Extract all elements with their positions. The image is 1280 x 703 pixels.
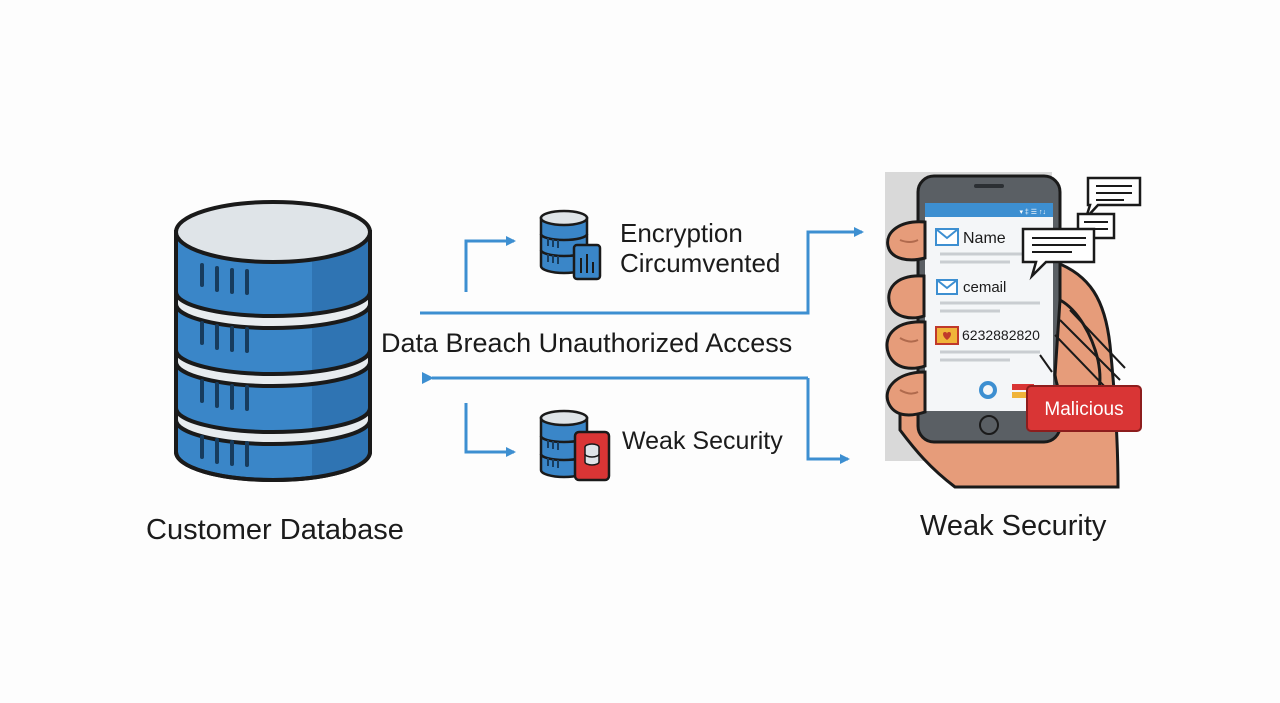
phone-field-name: Name	[963, 230, 1006, 247]
weak-security-database-icon	[539, 409, 611, 482]
finger-3	[885, 320, 927, 370]
data-breach-label: Data Breach Unauthorized Access	[381, 328, 793, 358]
encryption-label-line2: Circumvented	[620, 248, 781, 278]
phone-illustration	[885, 172, 1142, 489]
email-icon	[936, 279, 958, 295]
phone-field-email: cemail	[963, 279, 1006, 296]
phone-status-bar: ▾ ‡ ☰ ↑↓	[1019, 209, 1046, 216]
flow-arrows	[420, 227, 864, 464]
weak-security-branch-label: Weak Security	[622, 427, 783, 455]
arrow-to-phone-upper	[420, 227, 864, 315]
arrow-to-weak-security	[464, 403, 516, 457]
credit-card-icon	[935, 326, 959, 345]
chat-bubble-icon	[1021, 176, 1142, 281]
encryption-label-line1: Encryption	[620, 218, 743, 248]
mail-icon	[935, 228, 959, 246]
malicious-label: Malicious	[1044, 399, 1123, 420]
encryption-database-icon	[539, 209, 602, 281]
customer-database-label: Customer Database	[146, 514, 404, 546]
weak-security-phone-label: Weak Security	[920, 510, 1107, 542]
arrow-to-encryption	[464, 236, 516, 292]
finger-2	[887, 274, 926, 320]
phone-field-card: 6232882820	[962, 327, 1040, 343]
malicious-badge	[1026, 385, 1142, 432]
encryption-circumvented-label: Encryption Circumvented	[620, 218, 780, 278]
customer-database-icon	[174, 200, 372, 482]
arrow-to-phone-lower	[806, 378, 850, 464]
